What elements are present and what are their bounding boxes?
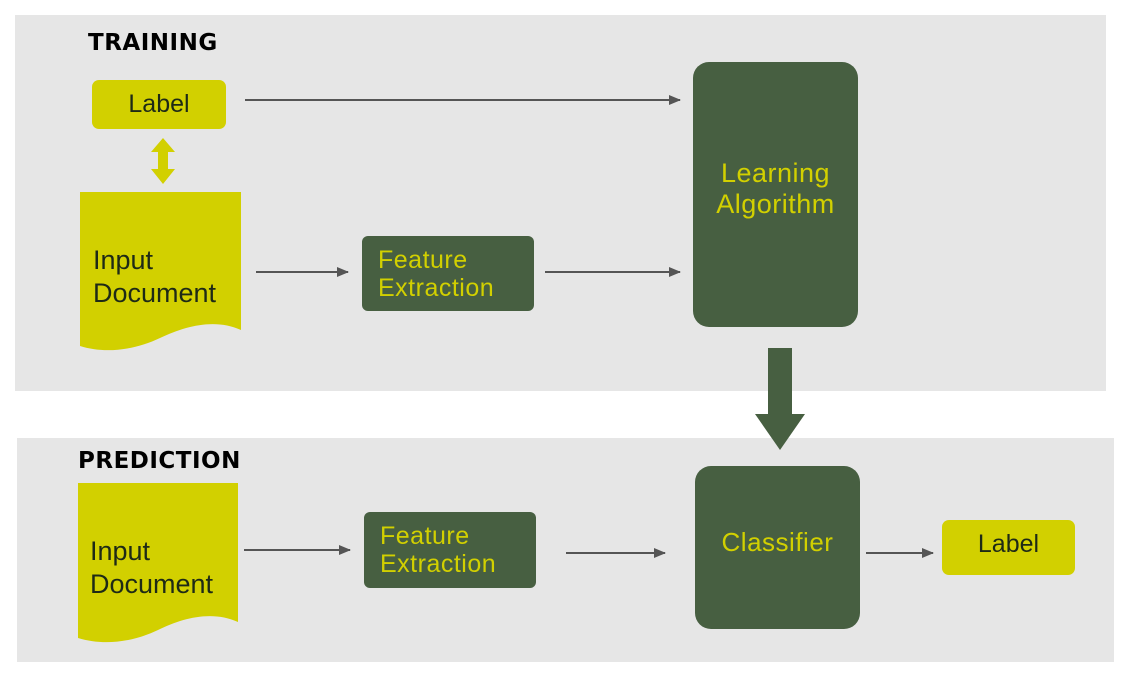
training-label-box: Label (92, 80, 226, 129)
learning-algorithm-line-2: Algorithm (716, 189, 835, 219)
training-input-document-text: Input Document (93, 244, 216, 310)
training-input-document-line-1: Input (93, 245, 154, 275)
prediction-feature-extraction-box: Feature Extraction (364, 512, 536, 588)
prediction-title: PREDICTION (78, 448, 241, 474)
prediction-input-document-line-2: Document (90, 569, 214, 599)
learning-algorithm-box: Learning Algorithm (693, 62, 858, 327)
training-feature-extraction-line-2: Extraction (378, 273, 495, 302)
training-input-document-shape (80, 192, 241, 351)
training-title: TRAINING (88, 30, 218, 56)
prediction-input-document-line-1: Input (90, 536, 151, 566)
training-feature-extraction-box: Feature Extraction (362, 236, 534, 311)
learning-algorithm-line-1: Learning (720, 158, 831, 188)
prediction-feature-extraction-line-1: Feature (380, 522, 470, 550)
classifier-box: Classifier (695, 466, 860, 629)
down-arrow-learning-to-classifier (755, 348, 805, 450)
prediction-input-document-text: Input Document (90, 535, 213, 601)
prediction-input-document-shape (78, 483, 238, 643)
training-input-document-line-2: Document (93, 278, 217, 308)
label-document-link-icon (151, 138, 175, 184)
prediction-label-box: Label (942, 520, 1075, 575)
prediction-feature-extraction-line-2: Extraction (380, 550, 497, 578)
training-feature-extraction-line-1: Feature (378, 245, 468, 274)
